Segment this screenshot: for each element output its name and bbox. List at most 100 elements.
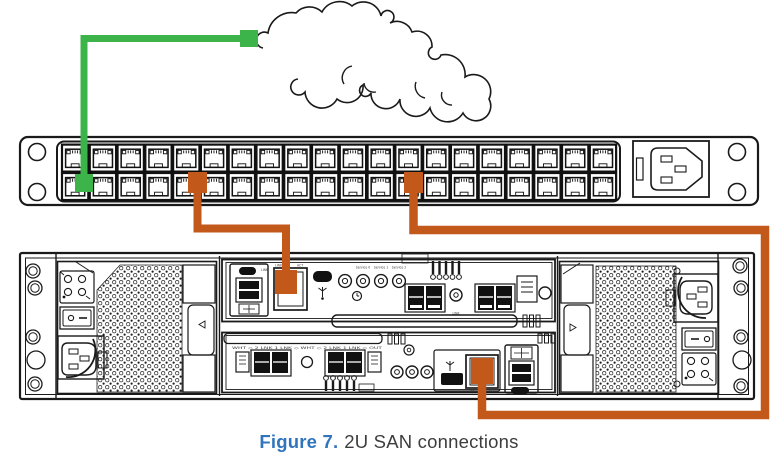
rj45-port <box>88 171 118 202</box>
rj45-port <box>449 143 479 173</box>
controller-b: WHT ◇ 2 LNK 1 LNK ◇ WHT ◇ 2 LNK 1 LNK ◇ … <box>221 331 556 394</box>
lan-cable-green <box>80 35 249 183</box>
rj45-port <box>505 143 534 173</box>
san-enclosure-rear: LINK LINK ACT Service 0 Service 1 Ser <box>18 251 756 401</box>
inlet-pin <box>674 165 687 173</box>
rack-ear-hole <box>727 182 747 202</box>
rack-ear-hole <box>27 142 47 162</box>
power-supply-right <box>558 260 720 395</box>
controller-a: LINK LINK ACT Service 0 Service 1 Ser <box>221 253 556 328</box>
left-rack-ear <box>25 253 57 399</box>
right-rack-ear <box>717 253 752 399</box>
psu-power-switch <box>59 306 95 330</box>
module-link-label: LINK <box>261 268 269 272</box>
rj45-port <box>366 143 395 173</box>
psu-ac-inlet <box>57 335 108 380</box>
rj45-port <box>144 143 173 173</box>
rj45-port <box>116 143 145 173</box>
rj45-port <box>477 143 507 173</box>
act-label: ACT <box>489 389 495 393</box>
psu-status-leds <box>59 270 95 304</box>
switch-port-grid <box>60 143 618 202</box>
sfp-host-ports-b1 <box>235 349 292 377</box>
rj45-port <box>255 143 284 173</box>
cables <box>75 30 770 420</box>
rj45-port <box>366 171 395 202</box>
service1-label: Service 1 <box>374 266 388 270</box>
rj45-port <box>310 143 340 173</box>
sfp-link-label: LINK <box>453 312 461 316</box>
rj45-port <box>588 143 618 173</box>
rj45-port <box>227 171 257 202</box>
psu-latch-handle <box>182 264 216 393</box>
inlet-retention-clip <box>677 276 707 319</box>
service-connectors <box>390 344 434 379</box>
lnk-label: LNK <box>469 389 476 393</box>
rj45-port <box>560 143 590 173</box>
top-box-label: 0 1 <box>413 258 418 262</box>
usb-module <box>504 344 539 394</box>
controller-b-port-labels: WHT ◇ 2 LNK 1 LNK ◇ WHT ◇ 2 LNK 1 LNK ◇ … <box>232 346 382 350</box>
rj45-port <box>310 171 340 202</box>
cloud-inner-puffs <box>341 65 453 106</box>
sfp-host-ports-b2 <box>324 349 382 377</box>
sfp-host-ports-a1 <box>404 283 446 313</box>
network-cloud <box>255 0 492 123</box>
psu-fan-grille <box>96 264 183 393</box>
micro-usb-port <box>313 271 332 300</box>
beacon-button <box>300 355 314 369</box>
rj45-port <box>283 143 312 173</box>
figure-caption: Figure 7.2U SAN connections <box>0 431 778 453</box>
psu-ac-inlet <box>665 273 719 323</box>
rj45-port <box>394 143 423 173</box>
rj45-port <box>560 171 590 202</box>
inlet-retention-clip <box>65 338 97 378</box>
service-connectors: Service 0 Service 1 Service 2 <box>337 266 406 302</box>
mgmt-cable-a <box>193 192 290 272</box>
figure-caption-label: Figure 7. <box>259 431 339 452</box>
sfp-host-ports-a2 <box>474 283 516 313</box>
link-label: LINK <box>275 264 283 268</box>
rj45-port <box>199 143 229 173</box>
mgmt-connector-controller-b <box>471 358 493 384</box>
rj45-port <box>172 143 201 173</box>
dip-pin-bank: 0 1 <box>401 253 462 280</box>
power-supply-left <box>56 260 218 395</box>
rj45-port <box>477 171 507 202</box>
switch-power-inlet <box>632 140 710 198</box>
rj45-port <box>338 171 368 202</box>
rj45-port <box>422 171 451 202</box>
dip-pin-bank <box>323 375 375 392</box>
lan-connector-cloud <box>240 30 258 47</box>
mgmt-connector-switch-b <box>404 172 423 193</box>
inlet-pin <box>660 155 673 163</box>
rj45-port <box>533 143 562 173</box>
mgmt-connector-controller-a <box>275 270 297 294</box>
usb-module: LINK <box>229 263 269 317</box>
rj45-port <box>505 171 534 202</box>
psu-fan-grille <box>595 265 677 393</box>
expansion-port-module <box>516 275 552 303</box>
figure-caption-text: 2U SAN connections <box>344 431 519 452</box>
rj45-port <box>588 171 618 202</box>
controller-a-extraction-lever <box>331 314 518 328</box>
rj45-port <box>144 171 173 202</box>
service0-label: Service 0 <box>356 266 370 270</box>
rj45-port <box>283 171 312 202</box>
rj45-port <box>533 171 562 202</box>
lever-ticks <box>522 314 541 328</box>
mgmt-cable-b <box>409 192 770 420</box>
lan-connector-switch <box>75 174 93 192</box>
rack-ear-hole <box>727 142 747 162</box>
psu-status-leds <box>681 352 717 386</box>
rj45-port <box>255 171 284 202</box>
mini-usb-port <box>441 373 463 385</box>
rj45-port <box>88 143 118 173</box>
rack-ear-hole <box>27 182 47 202</box>
beacon-button: LINK <box>449 288 463 316</box>
psu-latch-handle <box>560 264 594 393</box>
mgmt-connector-switch-a <box>188 172 207 193</box>
rj45-port <box>449 171 479 202</box>
